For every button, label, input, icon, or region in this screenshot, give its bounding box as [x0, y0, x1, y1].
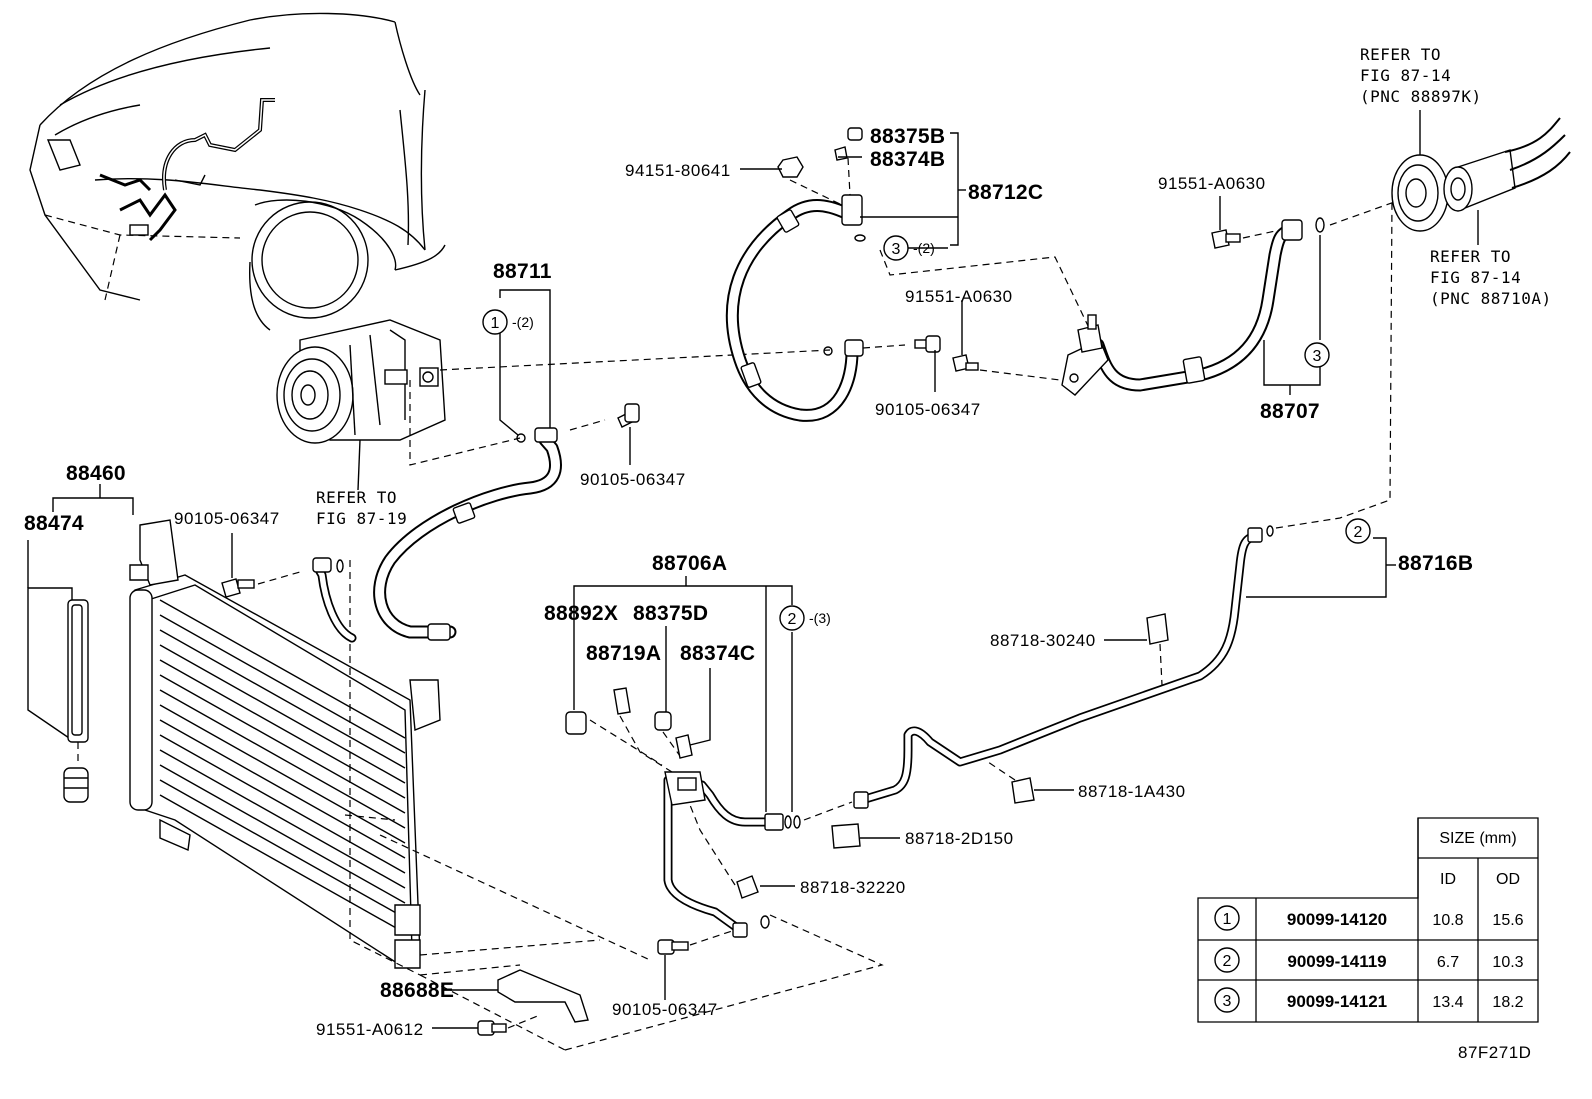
compressor-illustration — [276, 319, 831, 491]
marker-2-right: 2 — [1345, 518, 1371, 544]
svg-text:2: 2 — [788, 611, 797, 628]
svg-text:1: 1 — [491, 315, 500, 332]
marker-1: 1 -(2) — [482, 309, 534, 335]
label-88718-32220: 88718-32220 — [800, 878, 906, 897]
label-88718-1A430: 88718-1A430 — [1078, 782, 1186, 801]
condenser-illustration — [52, 484, 651, 1051]
marker-1-qty: -(2) — [512, 314, 534, 330]
table-row-id: 13.4 — [1432, 994, 1463, 1011]
label-88706A: 88706A — [652, 552, 727, 575]
table-id-header: ID — [1440, 871, 1456, 888]
label-88892X: 88892X — [544, 602, 618, 625]
marker-3-right: 3 — [1304, 342, 1330, 368]
bolt-icon — [617, 403, 640, 428]
oring-markers: 1 -(2) 3 -(2) 3 2 2 -(3) — [482, 235, 1371, 631]
table-row-part: 90099-14119 — [1287, 952, 1386, 971]
label-88474: 88474 — [24, 512, 84, 535]
table-row: 3 90099-14121 13.4 18.2 — [1214, 987, 1524, 1013]
hose-88711 — [373, 289, 640, 641]
table-row: 1 90099-14120 10.8 15.6 — [1214, 905, 1524, 931]
ref-compressor-line2: FIG 87-19 — [316, 509, 407, 528]
ref-compressor-line1: REFER TO — [316, 488, 397, 507]
table-row-od: 15.6 — [1492, 912, 1523, 929]
table-od-header: OD — [1496, 871, 1520, 888]
table-row-marker: 3 — [1223, 993, 1232, 1010]
label-90105-06347-bottom: 90105-06347 — [612, 1000, 718, 1019]
table-size-header: SIZE (mm) — [1439, 830, 1516, 847]
table-row-od: 18.2 — [1492, 994, 1523, 1011]
svg-text:3: 3 — [1313, 348, 1322, 365]
table-row-part: 90099-14121 — [1287, 992, 1387, 1011]
table-row-marker: 2 — [1223, 953, 1232, 970]
marker-2-mid: 2 -(3) — [779, 605, 831, 631]
label-88716B: 88716B — [1398, 552, 1473, 575]
pipe-88707 — [1061, 196, 1401, 396]
dryer-insert-illustration — [27, 540, 89, 803]
label-88718-2D150: 88718-2D150 — [905, 829, 1014, 848]
ref-top-line1: REFER TO — [1360, 45, 1441, 64]
table-row-id: 6.7 — [1437, 954, 1459, 971]
label-91551-A0612: 91551-A0612 — [316, 1020, 424, 1039]
label-88460: 88460 — [66, 462, 126, 485]
ref-top-line2: FIG 87-14 — [1360, 66, 1451, 85]
bolt-icon — [477, 1020, 507, 1036]
table-row-part: 90099-14120 — [1287, 910, 1387, 929]
marker-3-top: 3 -(2) — [883, 235, 948, 261]
pipe-88716B — [831, 199, 1396, 849]
ref-top-line3: (PNC 88897K) — [1360, 87, 1482, 106]
label-90105-06347-condenser: 90105-06347 — [174, 509, 280, 528]
hose-88712C — [725, 127, 1091, 422]
bolt-icon — [914, 335, 941, 353]
label-88711: 88711 — [493, 260, 552, 283]
label-88374C: 88374C — [680, 642, 755, 665]
vehicle-outline-illustration — [29, 12, 446, 331]
nut-icon — [777, 156, 804, 178]
marker-2-qty: -(3) — [809, 610, 831, 626]
table-row-id: 10.8 — [1432, 912, 1463, 929]
table-row-marker: 1 — [1223, 911, 1232, 928]
condenser-fins — [159, 599, 406, 934]
part-labels: 88375B 88374B 88712C 94151-80641 91551-A… — [24, 125, 1473, 1039]
label-91551-A0630-top: 91551-A0630 — [1158, 174, 1266, 193]
pipe-88706A — [419, 576, 884, 1051]
oring-size-table: SIZE (mm) ID OD 1 90099-14120 10.8 15.6 … — [1197, 817, 1539, 1023]
bolt-icon — [221, 578, 255, 598]
svg-text:2: 2 — [1354, 524, 1363, 541]
label-88375B: 88375B — [870, 125, 945, 148]
ref-right-line3: (PNC 88710A) — [1430, 289, 1552, 308]
figure-code: 87F271D — [1458, 1043, 1531, 1062]
table-row-od: 10.3 — [1492, 954, 1523, 971]
bolt-icon — [952, 354, 979, 372]
table-row: 2 90099-14119 6.7 10.3 — [1214, 947, 1524, 973]
label-90105-06347-mid: 90105-06347 — [875, 400, 981, 419]
label-88719A: 88719A — [586, 642, 661, 665]
label-88688E: 88688E — [380, 979, 454, 1002]
svg-text:3: 3 — [892, 241, 901, 258]
label-88712C: 88712C — [968, 181, 1043, 204]
label-91551-A0630-mid: 91551-A0630 — [905, 287, 1013, 306]
reference-notes: REFER TO FIG 87-19 REFER TO FIG 87-14 (P… — [316, 45, 1552, 528]
label-88374B: 88374B — [870, 148, 945, 171]
label-88718-30240: 88718-30240 — [990, 631, 1096, 650]
evaporator-connection-illustration — [1391, 110, 1571, 245]
bolt-icon — [1211, 229, 1241, 249]
label-88375D: 88375D — [633, 602, 708, 625]
label-94151-80641: 94151-80641 — [625, 161, 731, 180]
label-90105-06347-compressor: 90105-06347 — [580, 470, 686, 489]
label-88707: 88707 — [1260, 400, 1320, 423]
ref-right-line1: REFER TO — [1430, 247, 1511, 266]
bolt-icon — [657, 939, 689, 955]
ref-right-line2: FIG 87-14 — [1430, 268, 1521, 287]
